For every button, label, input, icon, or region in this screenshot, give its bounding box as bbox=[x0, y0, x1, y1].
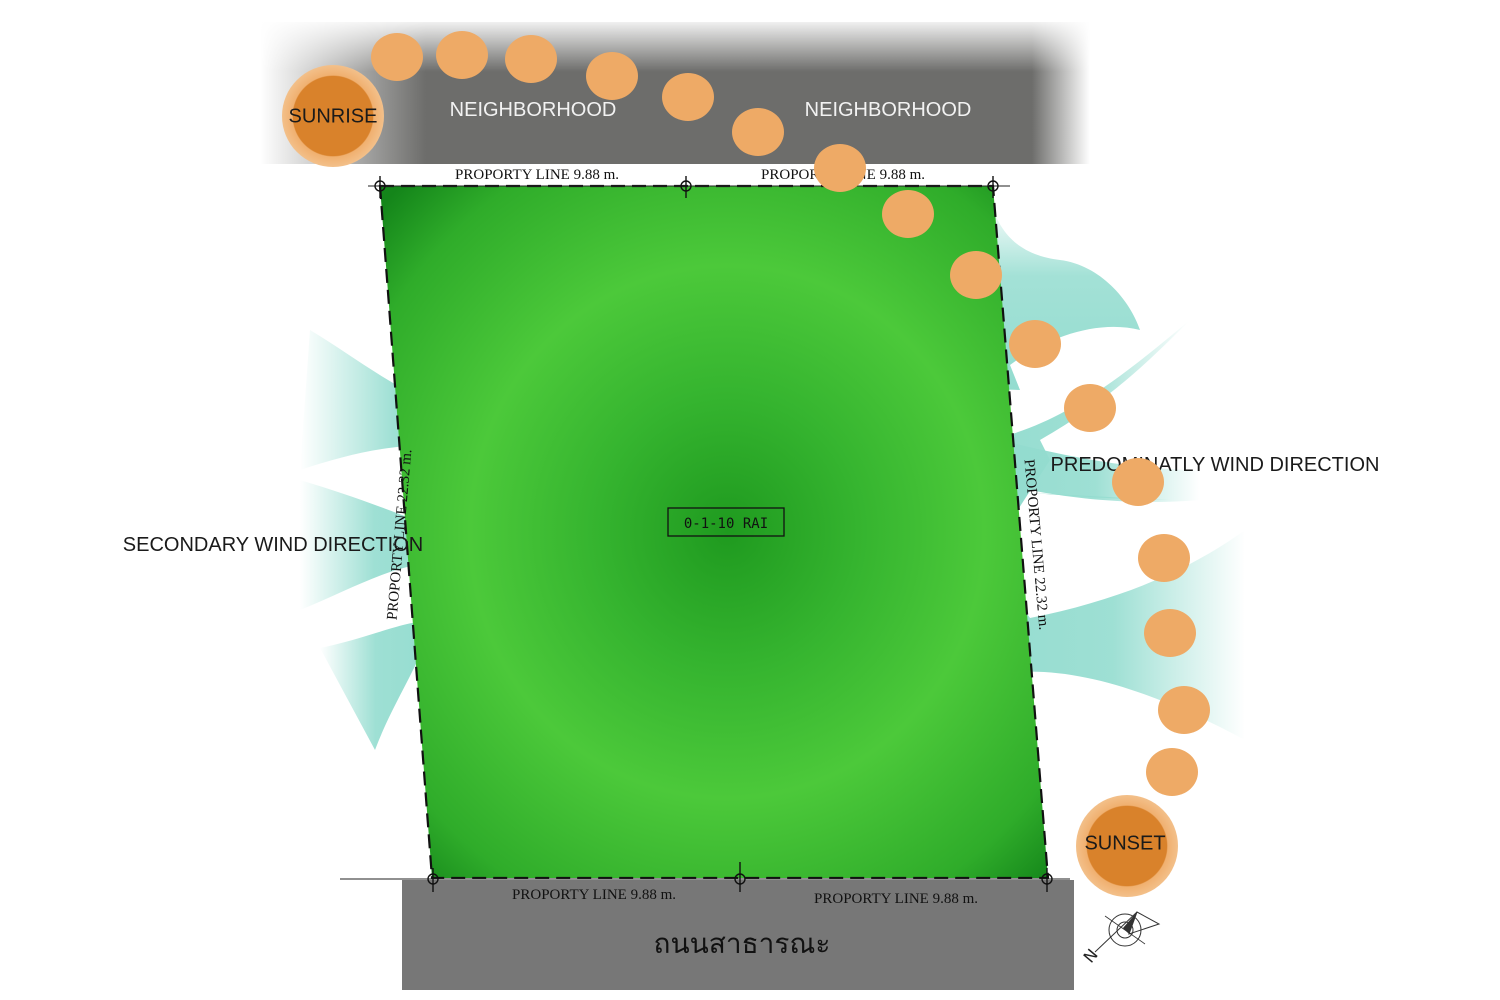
sun-path-dot bbox=[1158, 686, 1210, 734]
property-line-top-left: PROPORTY LINE 9.88 m. bbox=[455, 167, 619, 183]
sun-path-dot bbox=[1064, 384, 1116, 432]
property-line-bottom-left: PROPORTY LINE 9.88 m. bbox=[512, 887, 676, 903]
sun-path-dot bbox=[882, 190, 934, 238]
secondary-wind-arrow-2 bbox=[300, 480, 466, 610]
sunrise-marker: SUNRISE bbox=[282, 65, 384, 167]
site-area-fill bbox=[380, 186, 1048, 878]
sun-path-dot bbox=[1112, 458, 1164, 506]
site-area-label: 0-1-10 RAI bbox=[684, 516, 768, 532]
site-plot: 0-1-10 RAI bbox=[340, 176, 1070, 892]
property-line-bottom-right: PROPORTY LINE 9.88 m. bbox=[814, 891, 978, 907]
sun-path-dot bbox=[1146, 748, 1198, 796]
predominant-wind-arrow-3 bbox=[950, 530, 1245, 740]
public-road: ถนนสาธารณะ bbox=[402, 880, 1074, 990]
predominant-wind-label: PREDOMINATLY WIND DIRECTION bbox=[1051, 454, 1380, 476]
sun-path-dot bbox=[1138, 534, 1190, 582]
sun-path-dot bbox=[1009, 320, 1061, 368]
sun-path-dot bbox=[950, 251, 1002, 299]
sun-path-dot bbox=[662, 73, 714, 121]
sun-path-dot bbox=[371, 33, 423, 81]
sun-path-dot bbox=[814, 144, 866, 192]
sunrise-label: SUNRISE bbox=[289, 105, 378, 127]
sunset-marker: SUNSET bbox=[1076, 795, 1178, 897]
sun-path-dot bbox=[1144, 609, 1196, 657]
neighborhood-label-right: NEIGHBORHOOD bbox=[805, 99, 972, 121]
road-label: ถนนสาธารณะ bbox=[654, 927, 831, 960]
neighborhood-label-left: NEIGHBORHOOD bbox=[450, 99, 617, 121]
sun-path-dot bbox=[436, 31, 488, 79]
sunset-label: SUNSET bbox=[1084, 832, 1165, 854]
sun-path-dot bbox=[732, 108, 784, 156]
sun-path bbox=[371, 31, 1210, 796]
site-area-box bbox=[667, 507, 785, 537]
sun-path-dot bbox=[505, 35, 557, 83]
sun-path-dot bbox=[586, 52, 638, 100]
secondary-wind-arrow-3 bbox=[320, 604, 444, 750]
secondary-wind-label: SECONDARY WIND DIRECTION bbox=[123, 534, 423, 556]
north-arrow-icon: N bbox=[1080, 911, 1161, 967]
survey-markers bbox=[374, 176, 1053, 892]
